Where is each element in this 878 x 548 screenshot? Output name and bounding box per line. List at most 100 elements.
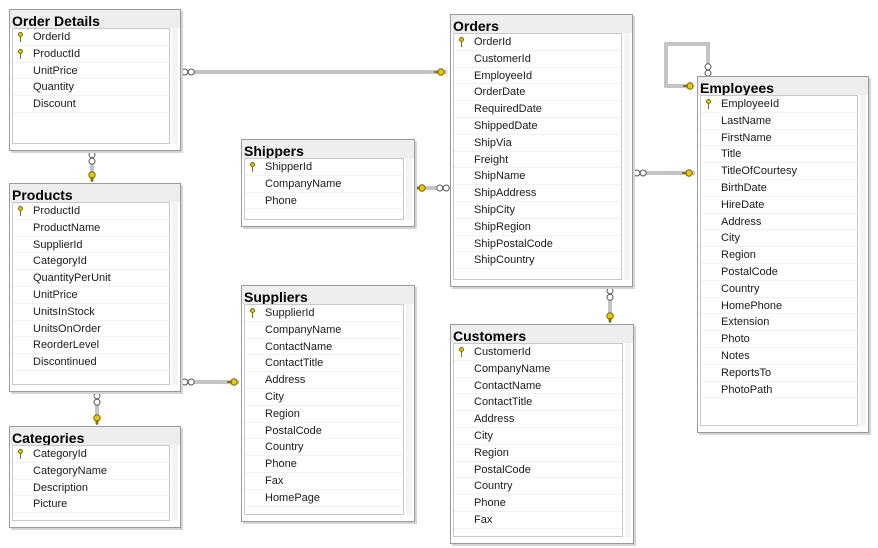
column-row[interactable]: HomePage — [245, 490, 403, 507]
scrollbar[interactable] — [172, 445, 178, 521]
column-row[interactable]: Country — [701, 281, 857, 298]
column-row[interactable]: Photo — [701, 331, 857, 348]
column-row[interactable]: HireDate — [701, 197, 857, 214]
column-row[interactable]: CompanyName — [245, 176, 403, 193]
column-row[interactable]: Discount — [13, 96, 169, 113]
column-name: Phone — [474, 497, 506, 510]
column-row[interactable]: Freight — [454, 152, 621, 169]
column-row[interactable]: Phone — [245, 193, 403, 210]
column-row[interactable]: PostalCode — [701, 264, 857, 281]
column-row[interactable]: Description — [13, 480, 169, 497]
column-row[interactable]: OrderId — [13, 29, 169, 46]
column-row[interactable]: CompanyName — [454, 361, 622, 378]
table-title: Categories — [10, 427, 180, 445]
scrollbar[interactable] — [860, 95, 866, 426]
column-row[interactable]: BirthDate — [701, 180, 857, 197]
column-row[interactable]: City — [454, 428, 622, 445]
column-row[interactable]: Discontinued — [13, 354, 169, 371]
column-row[interactable]: SupplierId — [13, 237, 169, 254]
column-row[interactable]: Notes — [701, 348, 857, 365]
scrollbar[interactable] — [406, 304, 412, 515]
column-row[interactable]: PostalCode — [245, 423, 403, 440]
column-row[interactable]: ShipRegion — [454, 219, 621, 236]
column-row[interactable]: Quantity — [13, 79, 169, 97]
column-row[interactable]: ShippedDate — [454, 118, 621, 135]
column-row[interactable]: CategoryId — [13, 446, 169, 463]
column-row[interactable]: Fax — [454, 512, 622, 529]
column-row[interactable]: Address — [701, 214, 857, 231]
column-row[interactable]: CustomerId — [454, 51, 621, 68]
column-row[interactable]: Title — [701, 146, 857, 164]
column-row[interactable]: RequiredDate — [454, 101, 621, 118]
column-row[interactable]: CategoryName — [13, 463, 169, 480]
column-row[interactable]: EmployeeId — [701, 96, 857, 113]
column-row[interactable]: HomePhone — [701, 298, 857, 315]
column-row[interactable]: ShipVia — [454, 135, 621, 152]
column-row[interactable]: PostalCode — [454, 462, 622, 479]
column-row[interactable]: City — [701, 230, 857, 248]
column-row[interactable]: UnitPrice — [13, 63, 169, 80]
column-row[interactable]: QuantityPerUnit — [13, 270, 169, 287]
column-row[interactable]: CompanyName — [245, 322, 403, 339]
column-row[interactable]: ProductId — [13, 203, 169, 220]
column-row[interactable]: Phone — [245, 456, 403, 473]
column-row[interactable]: ProductId — [13, 46, 169, 63]
column-row[interactable]: CategoryId — [13, 253, 169, 271]
column-row[interactable]: ShipAddress — [454, 185, 621, 202]
column-row[interactable]: ContactName — [245, 339, 403, 356]
column-row[interactable]: UnitPrice — [13, 287, 169, 304]
column-row[interactable]: ReorderLevel — [13, 337, 169, 355]
column-row[interactable]: UnitsOnOrder — [13, 321, 169, 338]
column-row[interactable]: ProductName — [13, 220, 169, 237]
column-name: Description — [33, 481, 89, 494]
column-row[interactable]: ShipPostalCode — [454, 236, 621, 253]
scrollbar[interactable] — [625, 343, 631, 537]
column-row[interactable]: ShipCity — [454, 202, 621, 219]
column-row[interactable]: Address — [454, 411, 622, 428]
scrollbar[interactable] — [624, 33, 630, 280]
column-row[interactable]: TitleOfCourtesy — [701, 163, 857, 180]
scrollbar[interactable] — [172, 202, 178, 385]
column-row[interactable]: Picture — [13, 496, 169, 514]
column-row[interactable]: ShipperId — [245, 159, 403, 176]
column-row[interactable]: LastName — [701, 113, 857, 130]
column-row[interactable]: Fax — [245, 473, 403, 490]
column-name: Address — [265, 374, 306, 387]
column-row[interactable]: Region — [701, 247, 857, 264]
column-row[interactable]: Extension — [701, 314, 857, 332]
column-row[interactable]: EmployeeId — [454, 68, 621, 85]
scrollbar[interactable] — [172, 28, 178, 144]
column-row[interactable]: ShipCountry — [454, 252, 621, 270]
column-row[interactable]: ContactTitle — [454, 394, 622, 412]
column-row[interactable]: PhotoPath — [701, 382, 857, 399]
column-row[interactable]: Region — [245, 406, 403, 423]
column-row[interactable]: Country — [245, 439, 403, 457]
column-row[interactable]: City — [245, 389, 403, 406]
column-row[interactable]: ShipName — [454, 168, 621, 186]
column-row[interactable]: OrderDate — [454, 84, 621, 102]
column-name: OrderId — [33, 31, 71, 43]
column-row[interactable]: SupplierId — [245, 305, 403, 322]
column-row[interactable]: CustomerId — [454, 344, 622, 361]
column-row[interactable]: FirstName — [701, 130, 857, 147]
column-row[interactable]: Address — [245, 372, 403, 389]
column-row[interactable]: OrderId — [454, 34, 621, 51]
column-row[interactable]: Region — [454, 445, 622, 462]
scrollbar[interactable] — [406, 158, 412, 220]
column-row[interactable]: Country — [454, 478, 622, 496]
column-row[interactable]: ReportsTo — [701, 365, 857, 382]
column-row[interactable]: ContactName — [454, 378, 622, 395]
column-row[interactable]: ContactTitle — [245, 355, 403, 373]
column-row[interactable]: UnitsInStock — [13, 304, 169, 321]
column-name: CategoryName — [33, 464, 107, 477]
column-row[interactable]: Phone — [454, 495, 622, 512]
